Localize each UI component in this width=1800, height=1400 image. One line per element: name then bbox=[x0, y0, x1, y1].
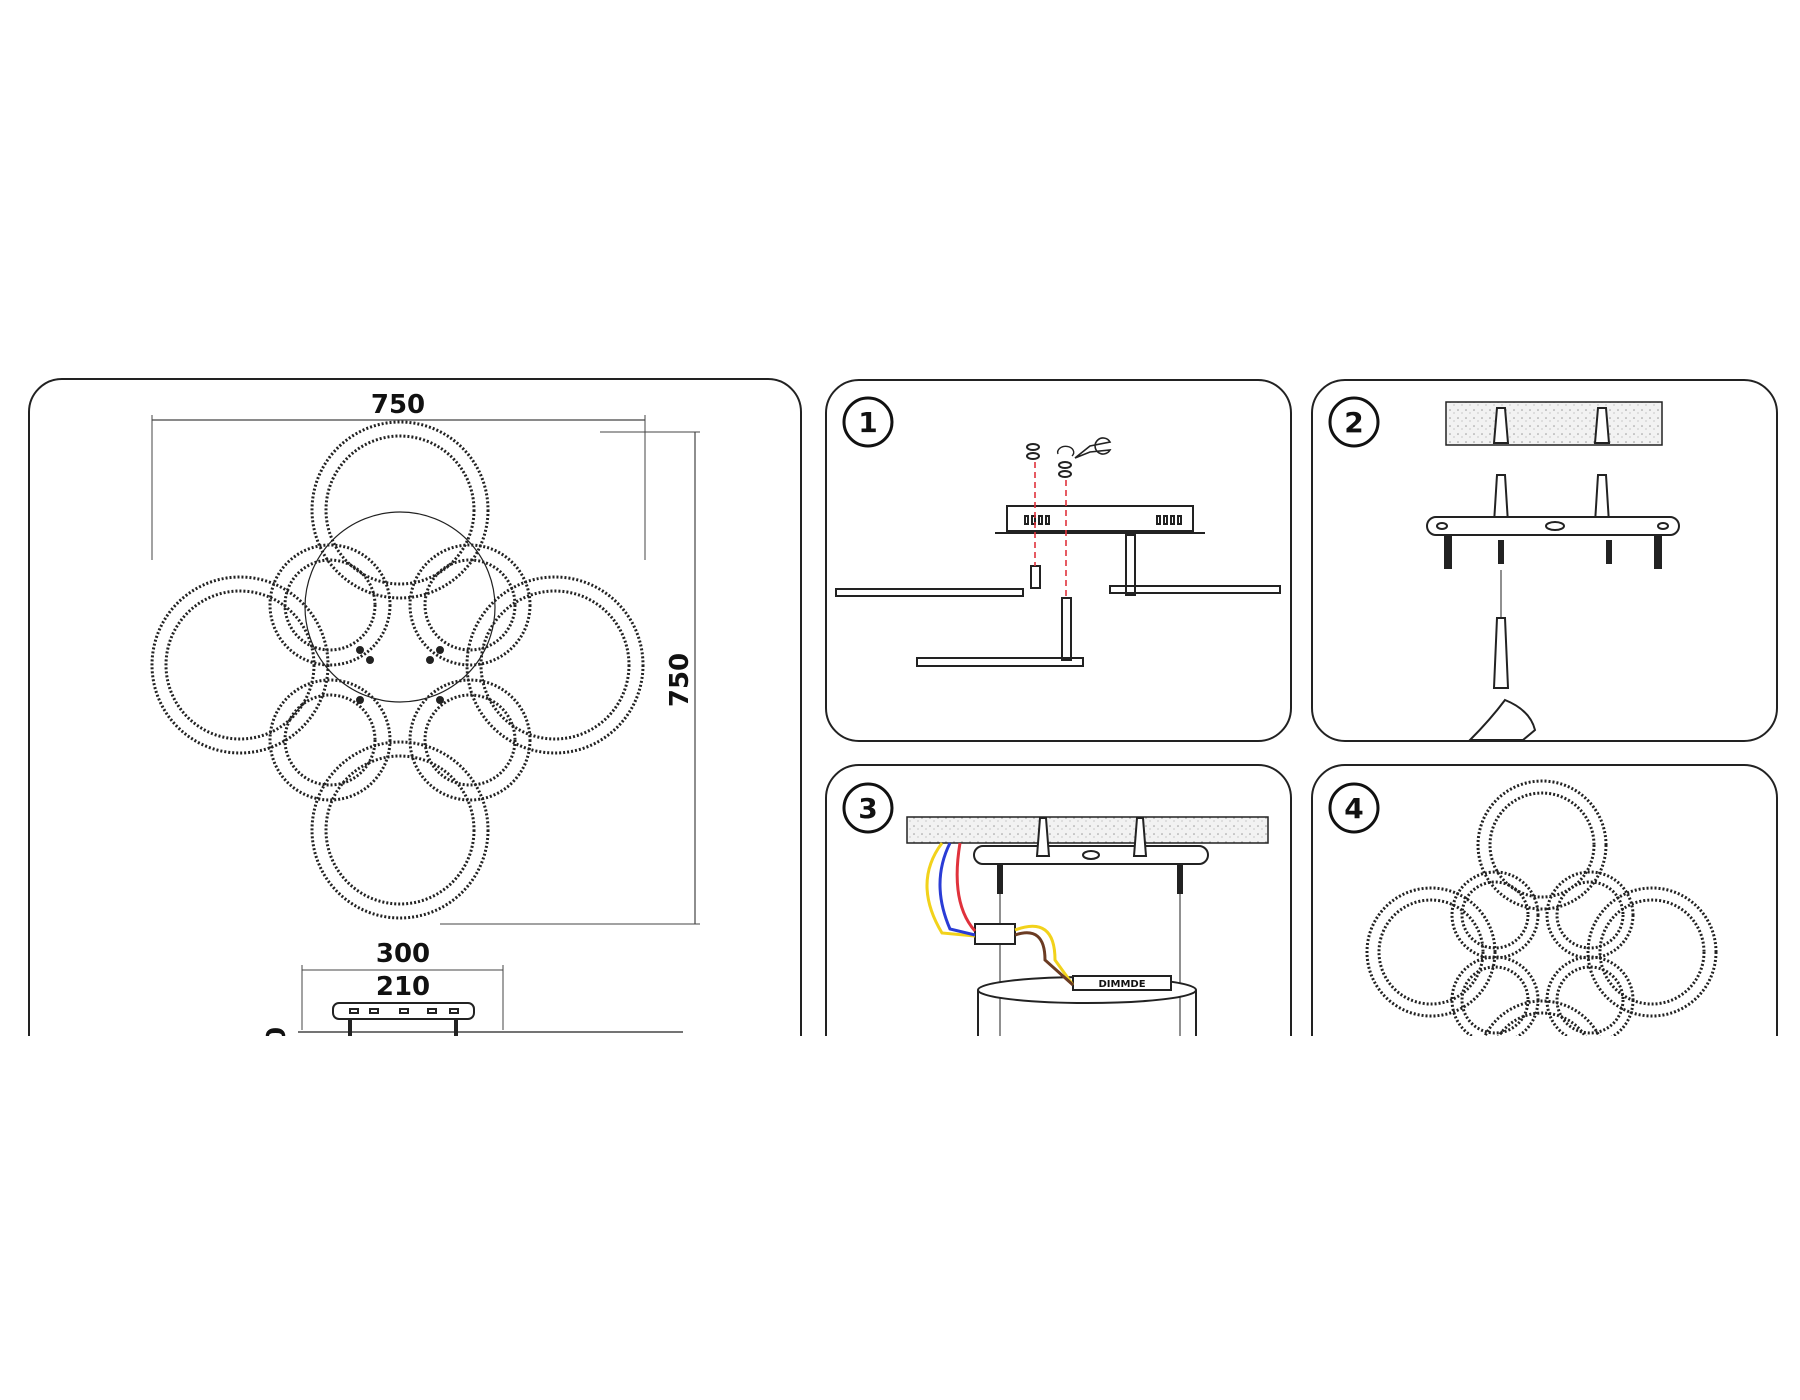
chandelier-top-view bbox=[150, 420, 645, 920]
ceiling-slab bbox=[1445, 401, 1663, 446]
step-4-number: 4 bbox=[1344, 792, 1363, 825]
cut-dimension-label: 0 bbox=[262, 1027, 292, 1036]
dimension-panel bbox=[28, 378, 802, 1036]
wire-brown bbox=[1014, 931, 1074, 987]
wire-yellow bbox=[925, 842, 976, 938]
step-2-number: 2 bbox=[1344, 406, 1363, 439]
step-2-badge: 2 bbox=[1328, 396, 1380, 448]
step-1-panel bbox=[825, 379, 1292, 742]
step-1-drawing bbox=[835, 437, 1281, 667]
plate-width-label: 210 bbox=[376, 972, 430, 1002]
step-1-number: 1 bbox=[858, 406, 877, 439]
wire-blue bbox=[938, 842, 976, 937]
step-2-drawing bbox=[1426, 401, 1680, 741]
driver-label: DIMMDE bbox=[1098, 979, 1145, 990]
step-3-badge: 3 bbox=[842, 782, 894, 834]
diagram-canvas: 750 750 300 210 0 bbox=[150, 390, 1718, 1036]
height-dimension-label: 750 bbox=[665, 653, 695, 707]
step-4-badge: 4 bbox=[1328, 782, 1380, 834]
step-3-number: 3 bbox=[858, 792, 877, 825]
step-1-guides bbox=[1034, 462, 1067, 598]
step-4-chandelier-view bbox=[1365, 779, 1718, 1036]
width-dimension-label: 750 bbox=[371, 390, 425, 420]
side-view-plate bbox=[298, 1002, 683, 1036]
step-3-drawing: DIMMDE bbox=[906, 816, 1269, 1036]
step-1-badge: 1 bbox=[842, 396, 894, 448]
wire-red bbox=[955, 842, 977, 932]
terminal-block bbox=[974, 923, 1016, 945]
step-4-panel bbox=[1311, 764, 1778, 1036]
hand-icon bbox=[1467, 698, 1537, 741]
base-width-label: 300 bbox=[376, 939, 430, 969]
instruction-strip: 750 750 300 210 0 bbox=[28, 378, 1778, 1036]
dimension-lines bbox=[151, 415, 700, 1030]
